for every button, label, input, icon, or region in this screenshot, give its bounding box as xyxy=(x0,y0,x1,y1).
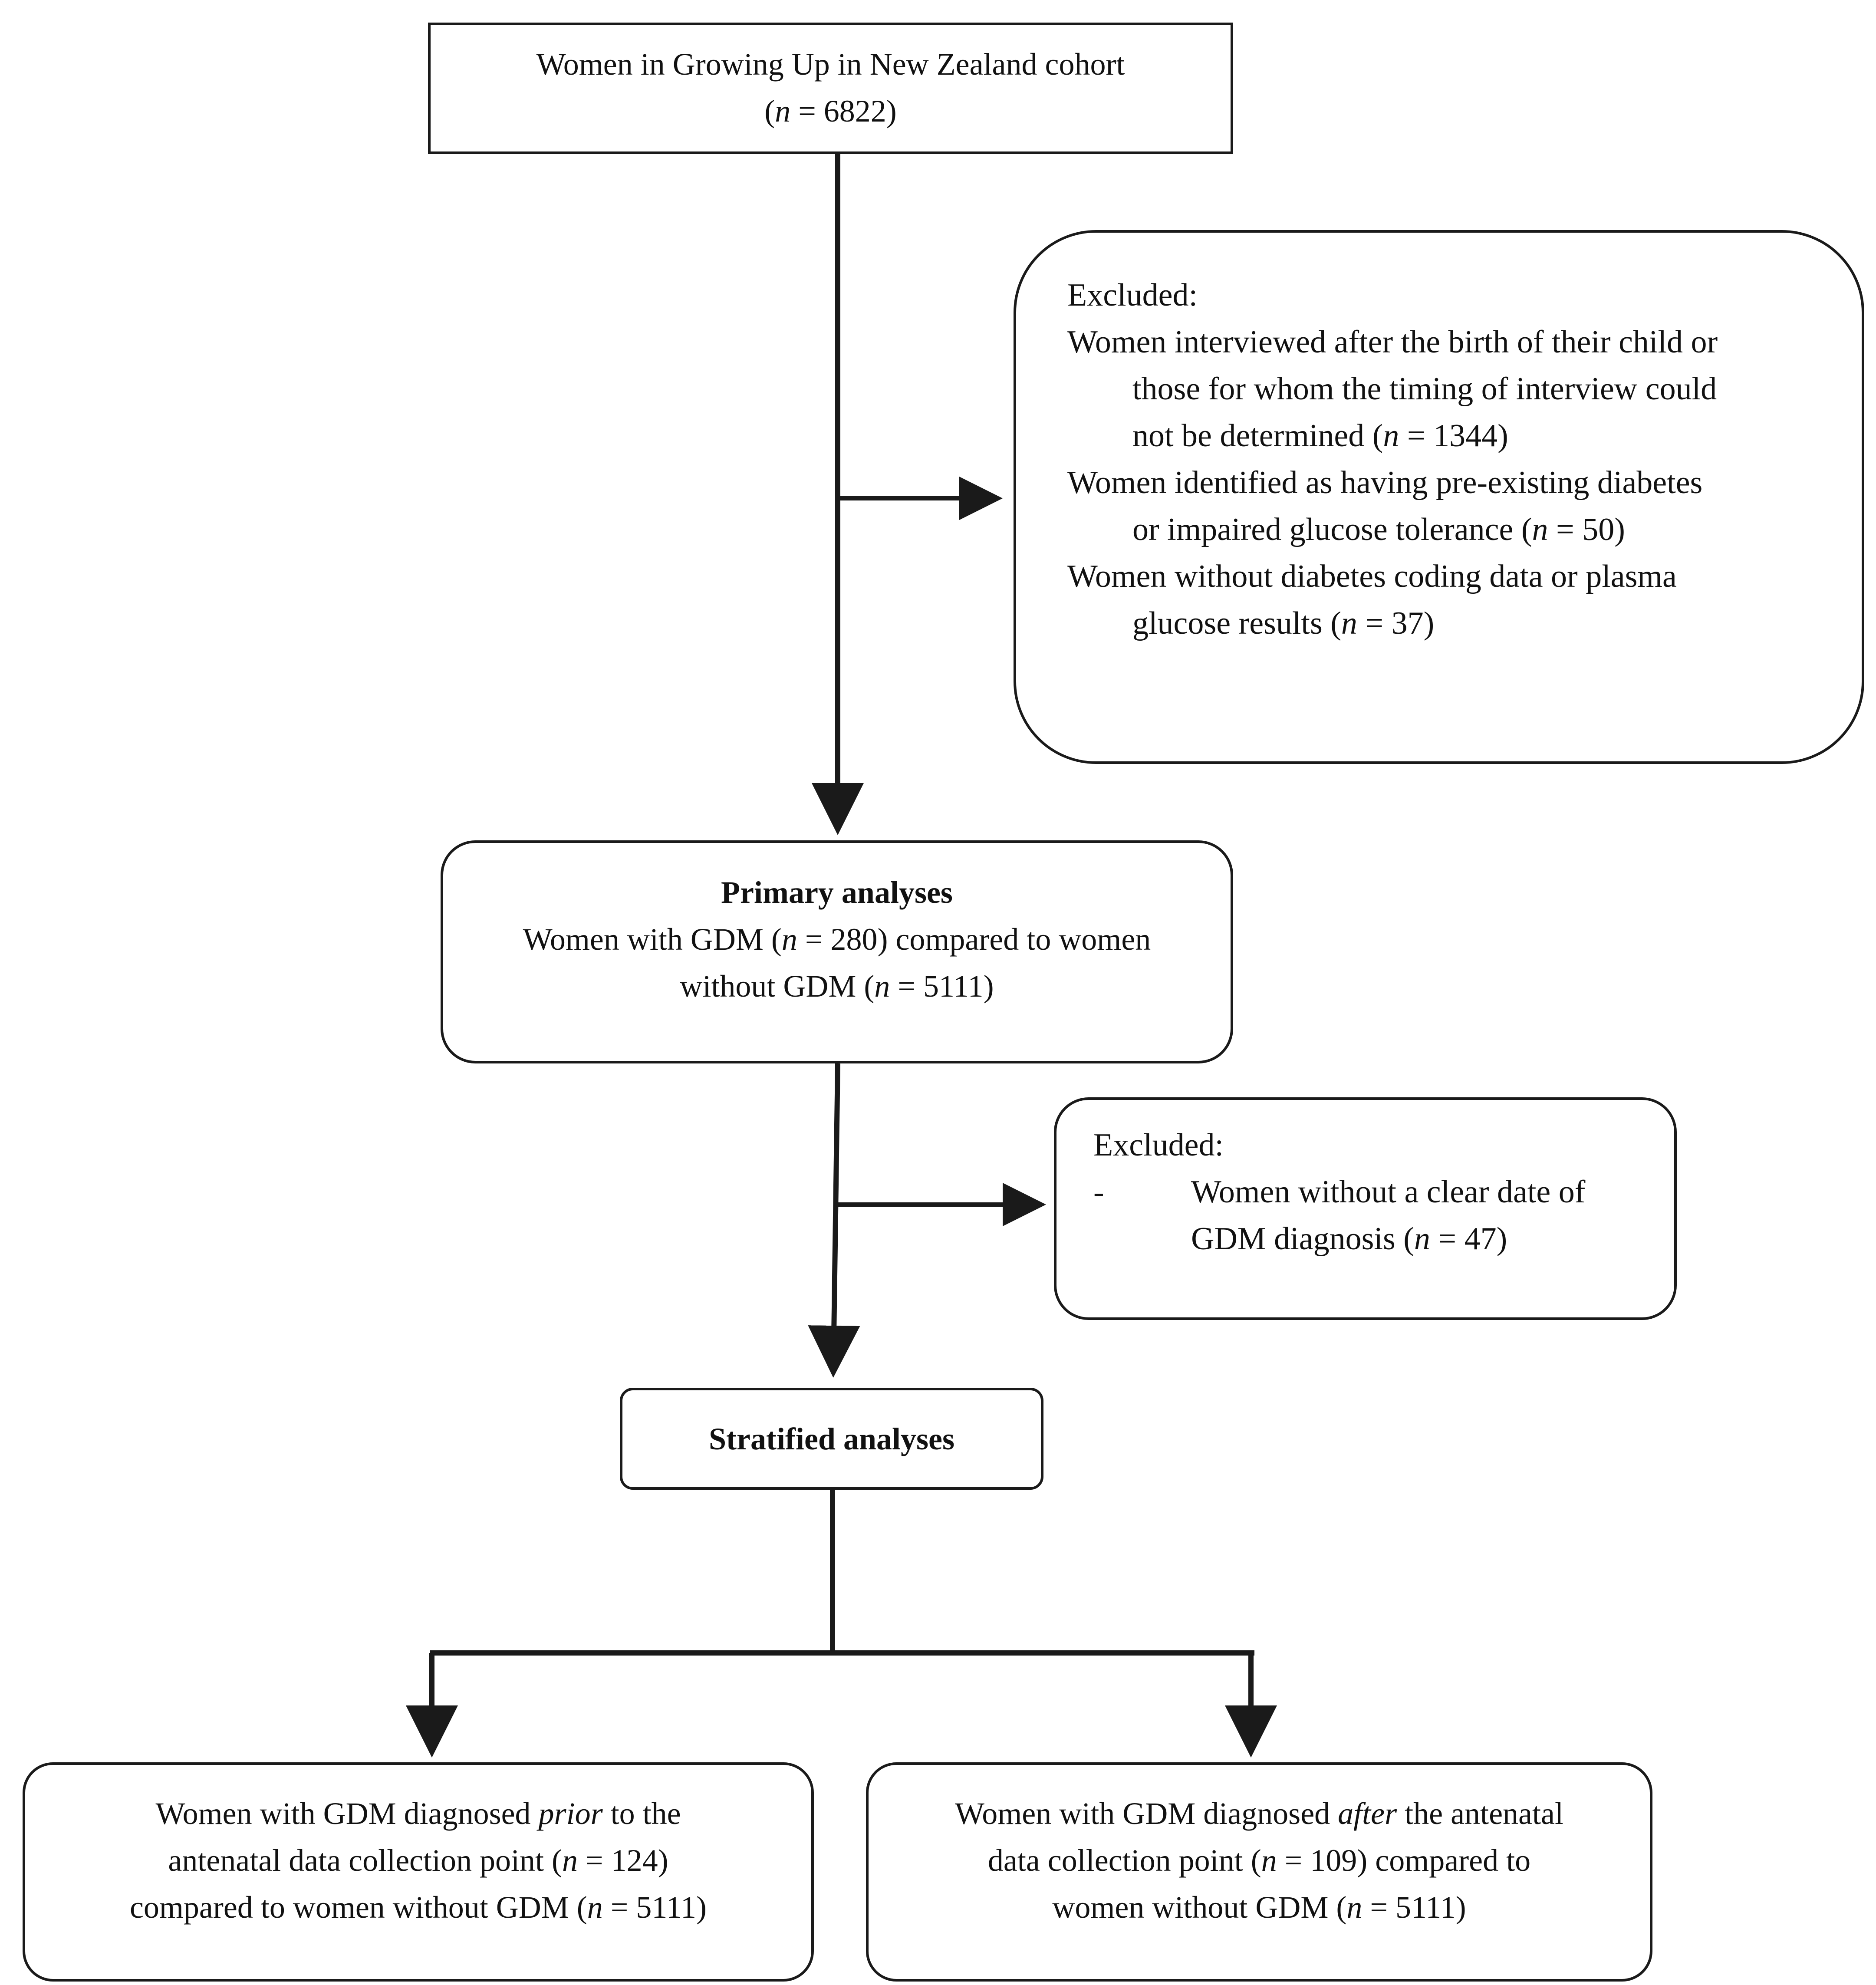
excluded-1-item-3-line-2: glucose results (n = 37) xyxy=(1132,606,1435,641)
stratified-title: Stratified analyses xyxy=(709,1422,954,1456)
excluded-1-item-1-line-1: Women interviewed after the birth of the… xyxy=(1067,324,1718,360)
excluded-1-item-1-line-3: not be determined (n = 1344) xyxy=(1132,418,1508,454)
prior-box: Women with GDM diagnosed prior to the an… xyxy=(23,1762,814,1982)
primary-text: Primary analyses Women with GDM (n = 280… xyxy=(443,869,1231,1010)
n-variable: n xyxy=(775,94,791,128)
primary-line-1: Women with GDM (n = 280) compared to wom… xyxy=(523,922,1151,957)
prior-line-1: Women with GDM diagnosed prior to the xyxy=(155,1796,681,1831)
primary-title: Primary analyses xyxy=(721,875,953,910)
cohort-text: Women in Growing Up in New Zealand cohor… xyxy=(431,41,1231,135)
primary-line-2: without GDM (n = 5111) xyxy=(680,969,994,1004)
after-line-1: Women with GDM diagnosed after the anten… xyxy=(955,1796,1563,1831)
excluded-2-line-2: GDM diagnosis (n = 47) xyxy=(1191,1221,1507,1257)
excluded-1-item-1-line-2: those for whom the timing of interview c… xyxy=(1132,371,1717,407)
after-line-2: data collection point (n = 109) compared… xyxy=(987,1843,1531,1878)
excluded-2-heading: Excluded: xyxy=(1093,1127,1224,1163)
prior-text: Women with GDM diagnosed prior to the an… xyxy=(25,1790,811,1931)
after-line-3: women without GDM (n = 5111) xyxy=(1052,1890,1466,1925)
after-box: Women with GDM diagnosed after the anten… xyxy=(866,1762,1652,1982)
prior-line-3: compared to women without GDM (n = 5111) xyxy=(129,1890,707,1925)
cohort-line-2: (n = 6822) xyxy=(764,94,897,128)
cohort-line-1: Women in Growing Up in New Zealand cohor… xyxy=(536,47,1125,82)
primary-analyses-box: Primary analyses Women with GDM (n = 280… xyxy=(441,840,1233,1063)
excluded-1-item-2-line-2: or impaired glucose tolerance (n = 50) xyxy=(1132,512,1625,547)
prior-line-2: antenatal data collection point (n = 124… xyxy=(168,1843,668,1878)
excluded-box-1: Excluded: Women interviewed after the bi… xyxy=(1014,230,1864,764)
excluded-1-item-3-line-1: Women without diabetes coding data or pl… xyxy=(1067,559,1677,594)
excluded-2-line-1: - Women without a clear date of xyxy=(1093,1169,1665,1215)
excluded-box-2: Excluded: - Women without a clear date o… xyxy=(1054,1097,1677,1320)
stratified-analyses-box: Stratified analyses xyxy=(620,1388,1043,1490)
bullet-dash: - xyxy=(1093,1174,1104,1210)
after-text: Women with GDM diagnosed after the anten… xyxy=(869,1790,1650,1931)
excluded-1-item-2-line-1: Women identified as having pre-existing … xyxy=(1067,465,1703,500)
excluded-2-text: Excluded: - Women without a clear date o… xyxy=(1093,1122,1665,1262)
arrow-primary-to-stratified xyxy=(808,1063,860,1378)
excluded-1-text: Excluded: Women interviewed after the bi… xyxy=(1067,272,1844,647)
cohort-box: Women in Growing Up in New Zealand cohor… xyxy=(428,23,1233,154)
excluded-1-heading: Excluded: xyxy=(1067,277,1198,313)
